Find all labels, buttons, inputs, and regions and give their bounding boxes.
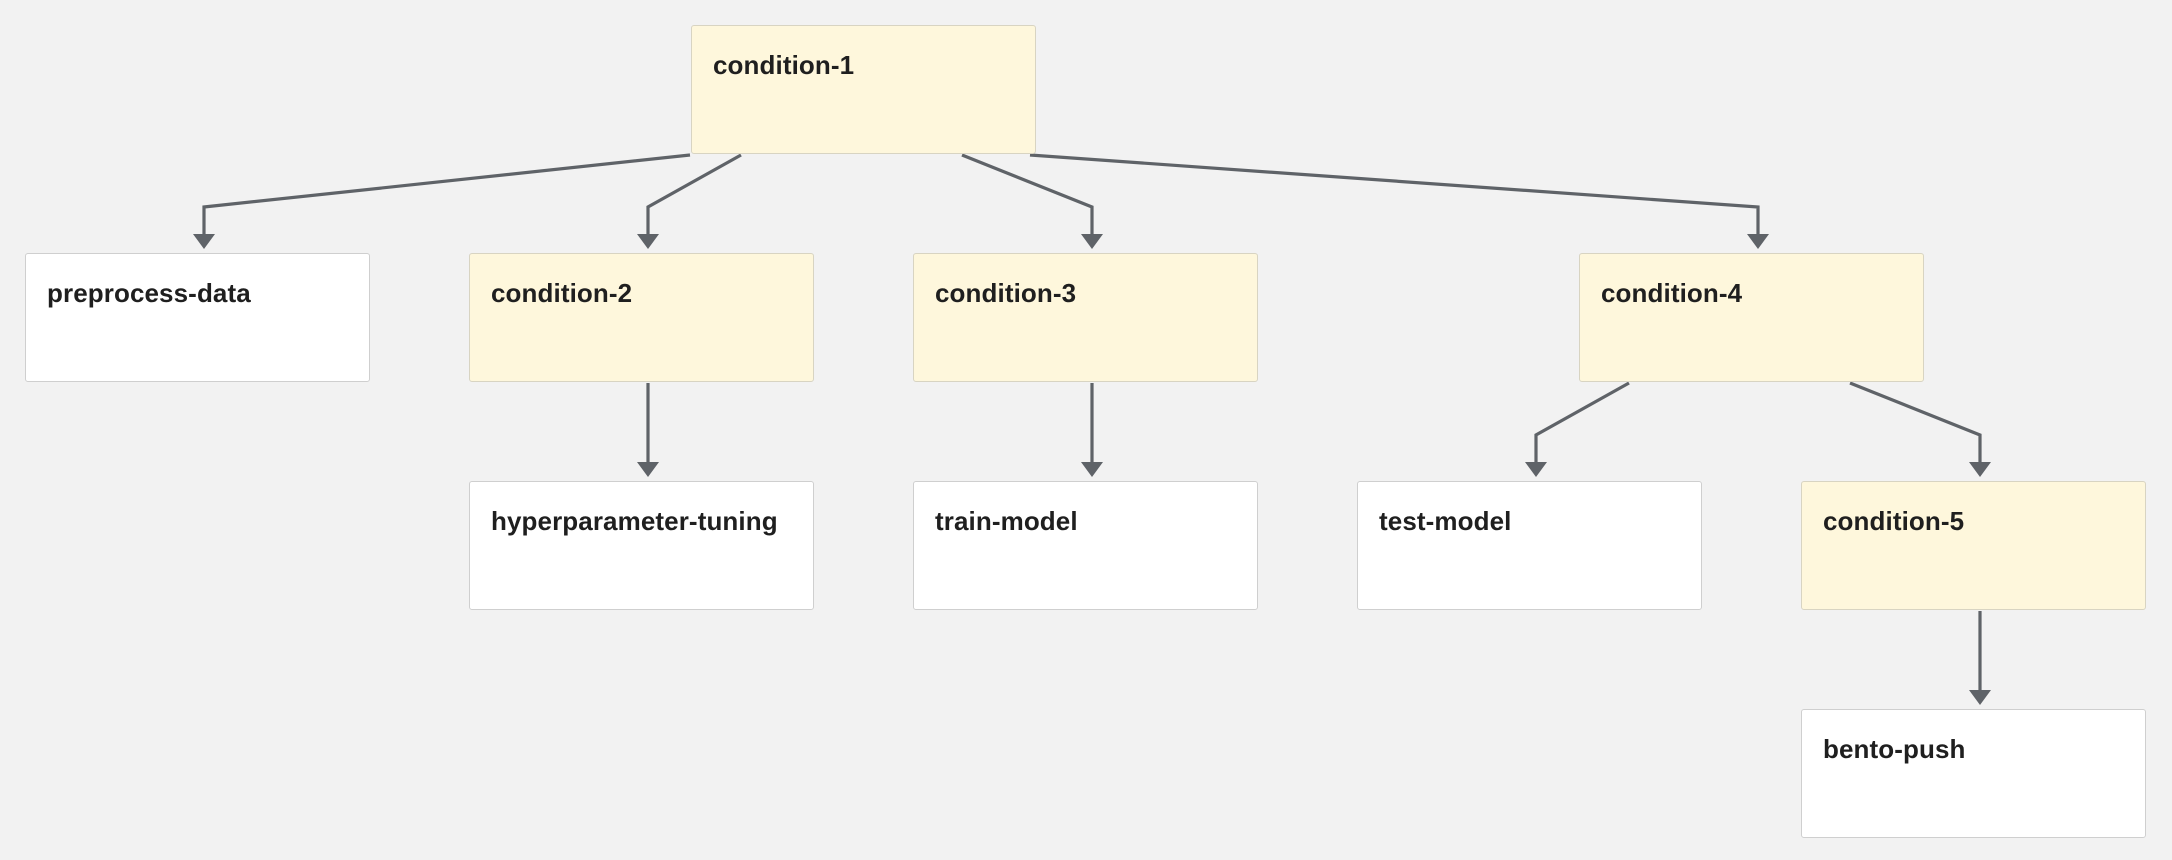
node-label: condition-5 [1823, 506, 1965, 536]
arrowhead [1969, 690, 1991, 705]
node-condition-2[interactable]: condition-2 [469, 253, 814, 382]
node-condition-1[interactable]: condition-1 [691, 25, 1036, 154]
node-label: condition-3 [935, 278, 1077, 308]
node-label: condition-4 [1601, 278, 1743, 308]
node-label: bento-push [1823, 734, 1966, 764]
arrowhead [637, 234, 659, 249]
edge-condition-4-to-condition-5 [1849, 381, 1982, 462]
arrowhead [1081, 234, 1103, 249]
edge-condition-1-to-preprocess-data [202, 153, 691, 234]
node-condition-4[interactable]: condition-4 [1579, 253, 1924, 382]
node-label: test-model [1379, 506, 1512, 536]
node-label: preprocess-data [47, 278, 251, 308]
node-hyperparameter-tuning[interactable]: hyperparameter-tuning [469, 481, 814, 610]
arrowhead [1525, 462, 1547, 477]
edge-condition-1-to-condition-4 [1029, 153, 1760, 234]
node-label: condition-2 [491, 278, 633, 308]
edge-condition-1-to-condition-2 [646, 153, 742, 234]
arrowhead [1081, 462, 1103, 477]
node-condition-3[interactable]: condition-3 [913, 253, 1258, 382]
arrowhead [637, 462, 659, 477]
node-preprocess-data[interactable]: preprocess-data [25, 253, 370, 382]
arrowhead [1747, 234, 1769, 249]
edge-condition-4-to-test-model [1534, 381, 1630, 462]
node-label: hyperparameter-tuning [491, 506, 778, 536]
node-bento-push[interactable]: bento-push [1801, 709, 2146, 838]
arrowhead [193, 234, 215, 249]
node-test-model[interactable]: test-model [1357, 481, 1702, 610]
node-label: train-model [935, 506, 1078, 536]
node-condition-5[interactable]: condition-5 [1801, 481, 2146, 610]
node-label: condition-1 [713, 50, 855, 80]
edge-condition-1-to-condition-3 [961, 153, 1094, 234]
node-train-model[interactable]: train-model [913, 481, 1258, 610]
arrowhead [1969, 462, 1991, 477]
